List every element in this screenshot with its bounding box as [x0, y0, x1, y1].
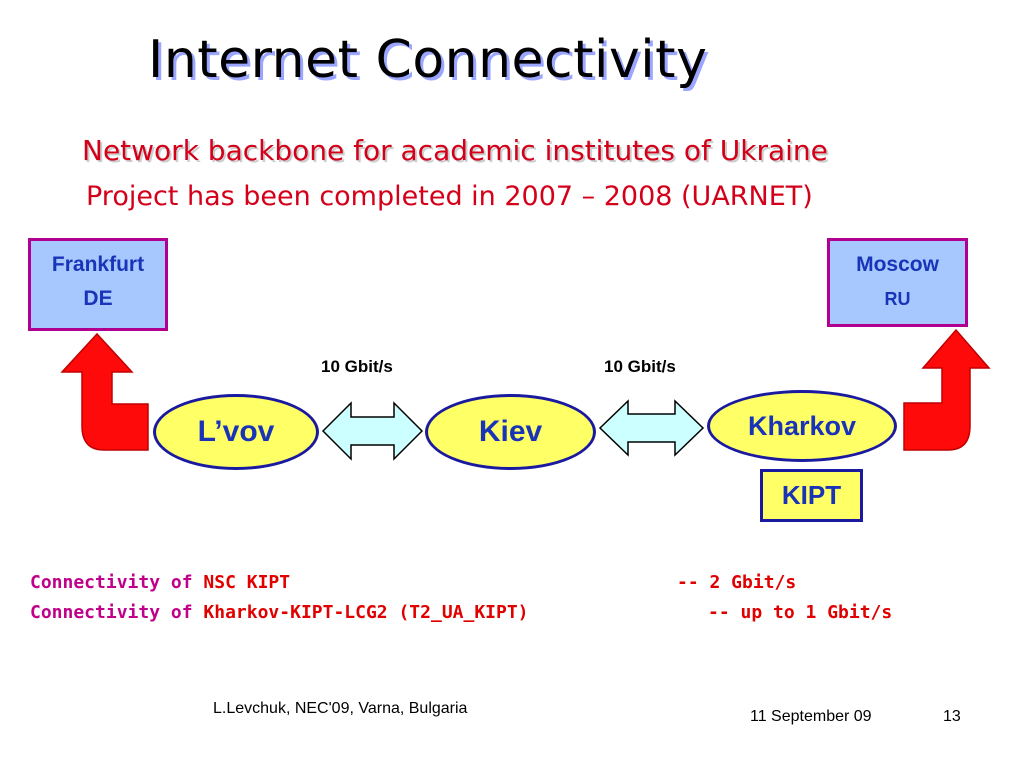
footer-date: 11 September 09 [750, 708, 872, 725]
slide-title: Internet Connectivity [148, 30, 708, 90]
node-kharkov: Kharkov [707, 390, 897, 462]
connectivity-line-2: Connectivity of Kharkov-KIPT-LCG2 (T2_UA… [30, 602, 529, 623]
footer-page-number: 13 [943, 708, 961, 725]
connectivity-subject: NSC KIPT [203, 572, 291, 593]
kipt-box: KIPT [760, 469, 863, 522]
link-arrow-lvov-kiev [321, 401, 424, 461]
city-box-moscow: Moscow RU [827, 238, 968, 327]
slide-subtitle: Network backbone for academic institutes… [82, 134, 828, 167]
connectivity-line-1: Connectivity of NSC KIPT [30, 572, 290, 593]
connectivity-value-1: -- 2 Gbit/s [677, 572, 797, 593]
connectivity-value-2: -- up to 1 Gbit/s [708, 602, 893, 623]
footer-author: L.Levchuk, NEC'09, Varna, Bulgaria [213, 700, 468, 717]
project-note: Project has been completed in 2007 – 200… [86, 181, 813, 212]
node-lvov: L’vov [153, 394, 319, 470]
uplink-arrow-frankfurt [60, 332, 149, 451]
connectivity-subject: Kharkov-KIPT-LCG2 (T2_UA_KIPT) [203, 602, 529, 623]
country-label: RU [884, 289, 911, 309]
link-speed-lvov-kiev: 10 Gbit/s [321, 357, 393, 376]
country-label: DE [83, 287, 113, 310]
connectivity-prefix: Connectivity of [30, 572, 193, 593]
node-kiev: Kiev [425, 394, 596, 470]
city-box-frankfurt: Frankfurt DE [28, 238, 168, 331]
city-label: Moscow [856, 253, 939, 276]
city-label: Frankfurt [51, 253, 145, 276]
uplink-arrow-moscow [903, 328, 991, 451]
link-speed-kiev-kharkov: 10 Gbit/s [604, 357, 676, 376]
link-arrow-kiev-kharkov [598, 399, 705, 457]
connectivity-prefix: Connectivity of [30, 602, 193, 623]
